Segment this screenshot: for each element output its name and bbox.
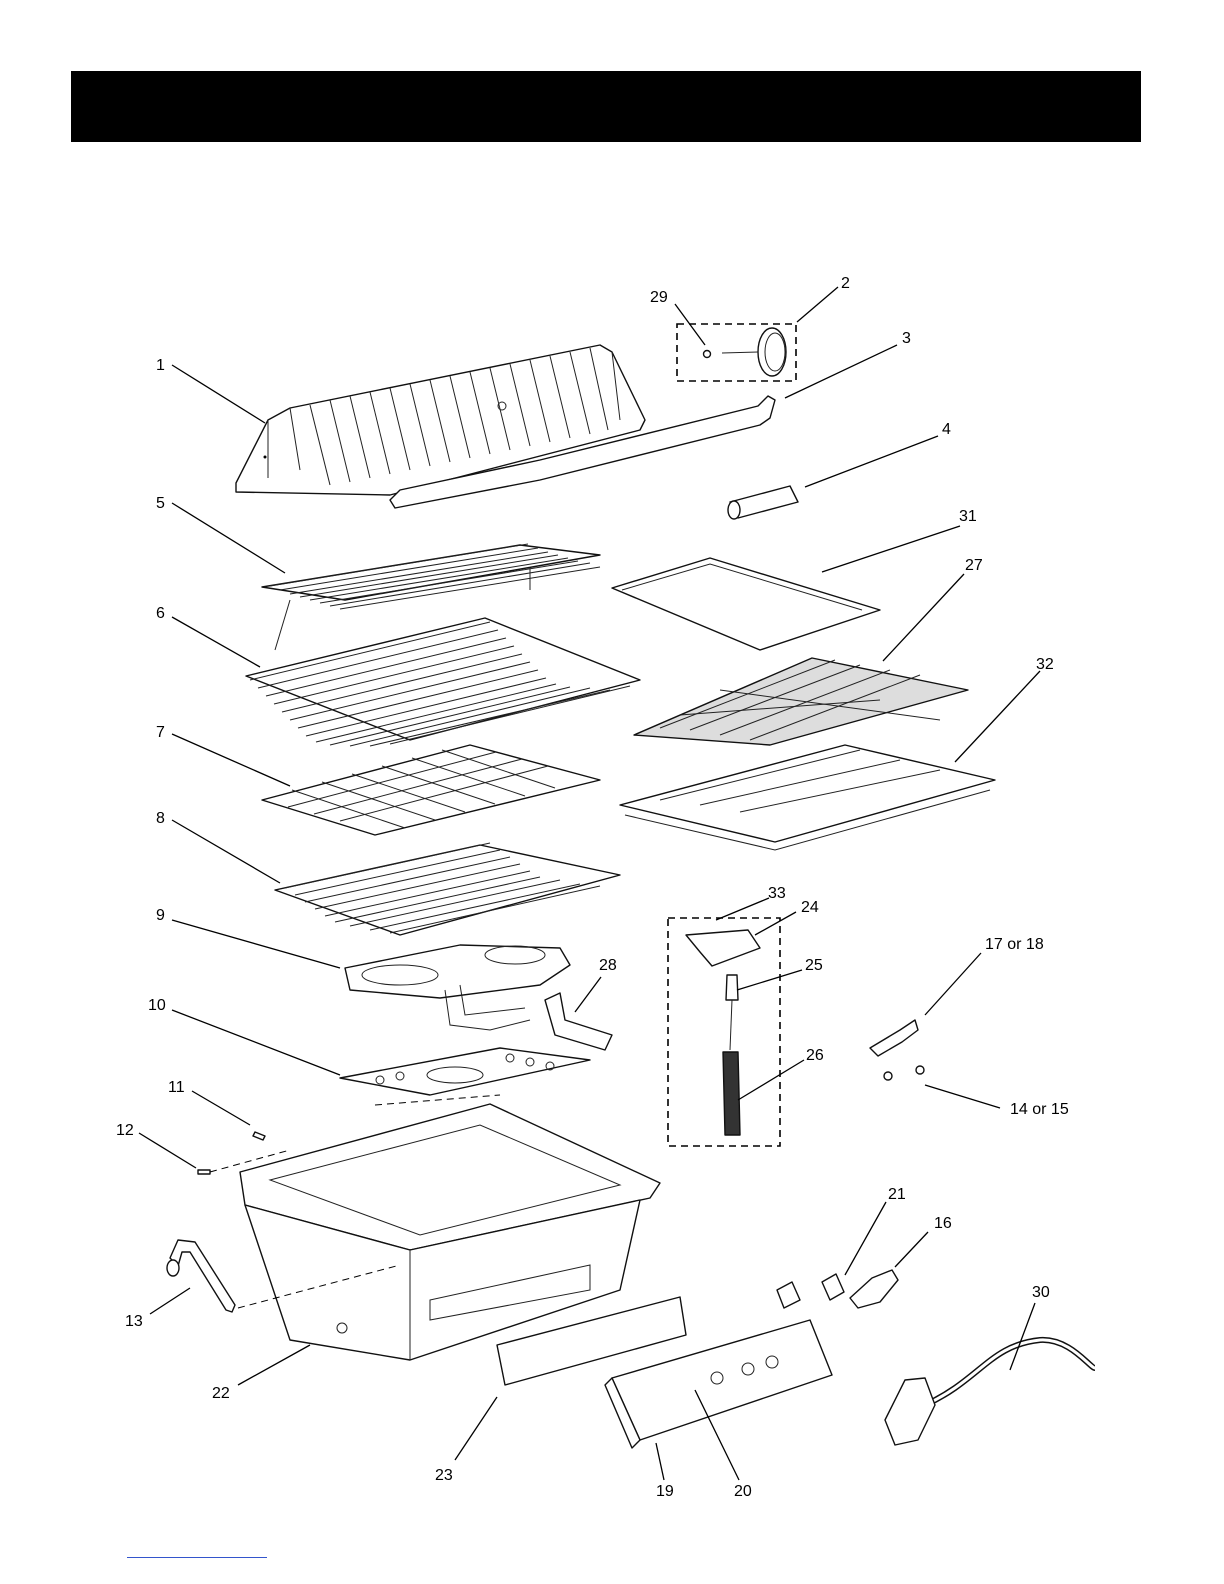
label-part-21: 21 <box>888 1186 906 1203</box>
part-electrode <box>726 975 738 1050</box>
part-burner <box>345 945 570 1030</box>
part-mesh-grate <box>634 658 968 745</box>
label-part-24: 24 <box>801 899 819 916</box>
label-part-8: 8 <box>156 810 165 827</box>
label-part-6: 6 <box>156 605 165 622</box>
label-part-1: 1 <box>156 357 165 374</box>
label-part-10: 10 <box>148 997 166 1014</box>
part-electrode-bracket <box>686 930 760 966</box>
part-nut <box>704 351 711 358</box>
part-lid <box>236 345 645 495</box>
part-tube <box>728 486 798 519</box>
footer-link-underline <box>127 1557 267 1558</box>
label-part-14-or-15: 14 or 15 <box>1010 1101 1069 1118</box>
label-part-4: 4 <box>942 421 951 438</box>
part-valve <box>870 1020 918 1056</box>
label-part-12: 12 <box>116 1122 134 1139</box>
part-heat-plate <box>340 1048 590 1095</box>
part-briquette-grid <box>262 745 600 835</box>
part-knob-right <box>822 1274 844 1300</box>
label-part-11: 11 <box>168 1079 185 1096</box>
label-part-9: 9 <box>156 907 165 924</box>
part-griddle <box>612 558 880 650</box>
part-cooking-grate <box>246 618 640 746</box>
label-part-13: 13 <box>125 1313 143 1330</box>
part-bracket <box>545 993 612 1050</box>
part-pin <box>253 1132 265 1140</box>
label-part-26: 26 <box>806 1047 824 1064</box>
label-part-19: 19 <box>656 1483 674 1500</box>
part-regulator-hose <box>885 1340 1095 1445</box>
part-knob-left <box>777 1282 800 1308</box>
label-part-23: 23 <box>435 1467 453 1484</box>
part-orifice <box>884 1066 924 1080</box>
label-part-30: 30 <box>1032 1284 1050 1301</box>
label-part-22: 22 <box>212 1385 230 1402</box>
label-part-16: 16 <box>934 1215 952 1232</box>
label-part-7: 7 <box>156 724 165 741</box>
part-warming-rack <box>262 544 600 650</box>
label-part-2: 2 <box>841 275 850 292</box>
label-part-17-or-18: 17 or 18 <box>985 936 1044 953</box>
label-part-5: 5 <box>156 495 165 512</box>
label-part-27: 27 <box>965 557 983 574</box>
part-rock-grate <box>275 843 620 935</box>
label-part-32: 32 <box>1036 656 1054 673</box>
part-bolt <box>198 1170 210 1174</box>
label-part-29: 29 <box>650 289 668 306</box>
part-ignitor <box>850 1270 898 1308</box>
label-part-3: 3 <box>902 330 911 347</box>
part-burner-tray <box>620 745 995 850</box>
part-ignitor-handle <box>167 1240 235 1312</box>
part-wire <box>723 1052 740 1135</box>
label-part-28: 28 <box>599 957 617 974</box>
label-part-31: 31 <box>959 508 977 525</box>
label-part-25: 25 <box>805 957 823 974</box>
label-part-33: 33 <box>768 885 786 902</box>
label-part-20: 20 <box>734 1483 752 1500</box>
part-thermometer <box>722 328 786 376</box>
